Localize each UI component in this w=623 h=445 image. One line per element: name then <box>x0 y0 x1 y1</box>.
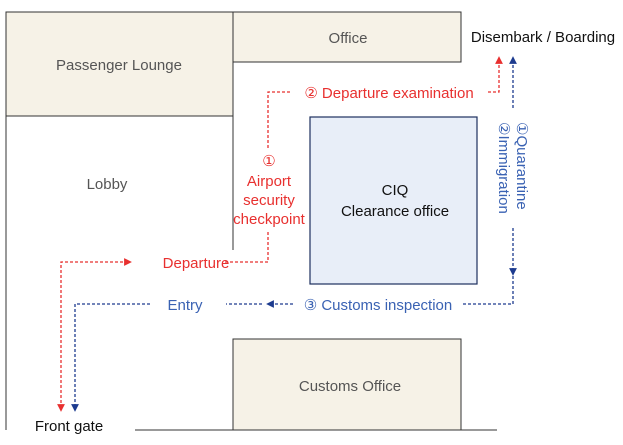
departure-path-lobby-to-security <box>225 230 269 263</box>
departure-path-security-to-exam <box>267 91 291 148</box>
office-room <box>232 11 462 63</box>
ciq-title: CIQ <box>382 182 409 199</box>
departure-path-exam-to-boarding <box>488 56 503 93</box>
departure-examination-label: ② Departure examination <box>304 85 473 102</box>
entry-label: Entry <box>167 297 203 314</box>
airport-security-line3: checkpoint <box>233 211 306 228</box>
arrival-route <box>71 56 517 412</box>
passenger-lounge-label: Passenger Lounge <box>56 57 182 74</box>
customs-inspection-label: ③ Customs inspection <box>304 297 453 314</box>
passenger-lounge-room <box>5 11 234 117</box>
customs-office-label: Customs Office <box>299 378 401 395</box>
airport-security-step-number: ① <box>262 153 275 170</box>
lobby-label: Lobby <box>87 176 128 193</box>
ciq-clearance-office <box>309 116 478 285</box>
immigration-label: ②Immigration <box>495 122 512 214</box>
office-label: Office <box>329 30 368 47</box>
customs-office-room <box>232 338 462 431</box>
ciq-subtitle: Clearance office <box>341 203 449 220</box>
arrival-path-to-customs <box>462 276 514 305</box>
arrival-path-entry-to-gate <box>71 303 150 412</box>
departure-route <box>57 56 503 412</box>
departure-label: Departure <box>163 255 230 272</box>
airport-security-line2: security <box>243 192 295 209</box>
quarantine-label: ①Quarantine <box>513 122 530 210</box>
departure-path-gate-to-lobby <box>57 258 132 412</box>
front-gate-label: Front gate <box>35 418 103 435</box>
disembark-boarding-label: Disembark / Boarding <box>471 29 615 46</box>
airport-security-line1: Airport <box>247 173 292 190</box>
